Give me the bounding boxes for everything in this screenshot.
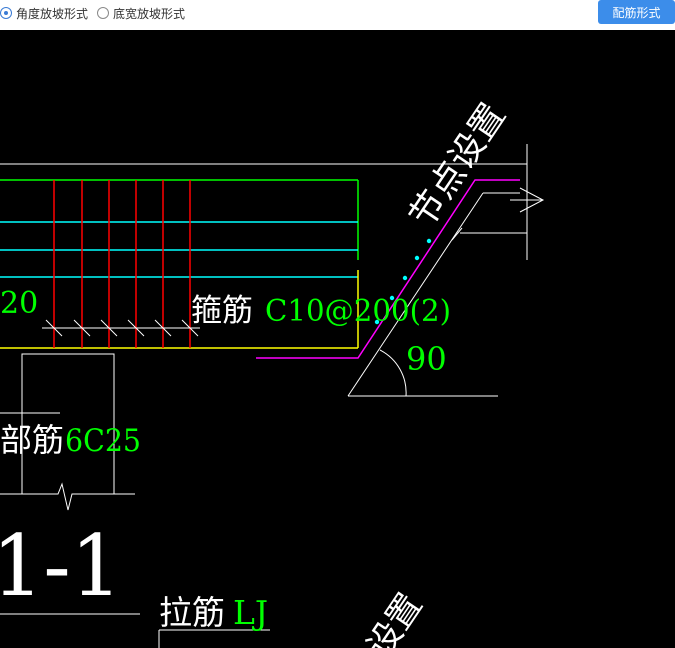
- tie-bar-spec: LJ: [233, 593, 268, 632]
- toolbar: 角度放坡形式 底宽放坡形式 配筋形式: [0, 0, 675, 30]
- slope-outline: [347, 192, 484, 397]
- bottom-bar-label: 部筋: [0, 421, 64, 459]
- reinforcement-form-button[interactable]: 配筋形式: [598, 0, 675, 24]
- angle-arc: [379, 349, 407, 397]
- stirrups-red: [53, 180, 191, 348]
- bottom-bar-spec: 6C25: [65, 423, 141, 459]
- break-line: [0, 482, 135, 511]
- left-number: 20: [0, 286, 38, 321]
- radio-angle-indicator[interactable]: [0, 7, 12, 19]
- stirrup-dimension: [42, 319, 200, 337]
- stirrup-label: 箍筋: [191, 293, 253, 329]
- radio-width-indicator[interactable]: [97, 7, 109, 19]
- radio-angle-label: 角度放坡形式: [16, 6, 89, 21]
- radio-width-slope[interactable]: 底宽放坡形式: [97, 4, 185, 22]
- cad-canvas: 20 箍筋 C10@200(2) 90 节点设置 部筋 6C25 1-1 拉筋 …: [0, 30, 675, 648]
- column-outline: [21, 353, 115, 494]
- tie-bar-label: 拉筋: [159, 593, 225, 632]
- rebar-dots: [374, 238, 432, 325]
- radio-angle-slope[interactable]: 角度放坡形式: [0, 4, 88, 22]
- radio-width-label: 底宽放坡形式: [113, 6, 186, 21]
- section-label: 1-1: [0, 517, 122, 615]
- stirrup-spec: C10@200(2): [265, 294, 451, 329]
- rebar-magenta-slope: [256, 179, 520, 359]
- slope-dim-tick: [451, 227, 463, 241]
- angle-value: 90: [406, 340, 447, 378]
